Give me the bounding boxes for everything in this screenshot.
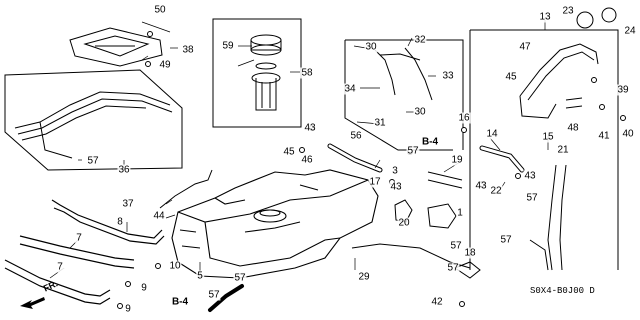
canister — [427, 203, 457, 229]
callout-24: 24 — [623, 25, 637, 37]
hose-14 — [479, 145, 525, 173]
callout-17: 17 — [368, 176, 382, 188]
callout-43-c: 43 — [474, 180, 488, 192]
callout-30-b: 30 — [413, 106, 427, 118]
callout-23: 23 — [561, 5, 575, 17]
callout-15: 15 — [541, 131, 555, 143]
pipe-19 — [427, 171, 463, 189]
callout-47: 47 — [518, 41, 532, 53]
callout-57-e: 57 — [446, 262, 460, 274]
callout-9-upper: 9 — [140, 282, 148, 294]
callout-42: 42 — [430, 296, 444, 308]
reference-b4-lower: B-4 — [171, 296, 189, 308]
diagram-code: S0X4-B0J00 D — [530, 286, 595, 296]
callout-39: 39 — [616, 84, 630, 96]
callout-56: 56 — [349, 130, 363, 142]
sensor-harness — [159, 169, 213, 209]
callout-22: 22 — [489, 185, 503, 197]
callout-21: 21 — [556, 144, 570, 156]
callout-57-c: 57 — [525, 192, 539, 204]
callout-7-upper: 7 — [75, 232, 83, 244]
callout-57-g: 57 — [233, 272, 247, 284]
bracket-18 — [453, 261, 481, 279]
callout-16: 16 — [457, 112, 471, 124]
callout-57-f: 57 — [499, 234, 513, 246]
callout-43-b: 43 — [389, 181, 403, 193]
fr-arrow — [20, 297, 45, 309]
tank-straps — [4, 199, 165, 305]
callout-46: 46 — [300, 154, 314, 166]
heat-shield — [69, 27, 163, 67]
callout-31: 31 — [373, 117, 387, 129]
group-box-58 — [212, 18, 302, 128]
callout-32: 32 — [413, 34, 427, 46]
callout-13: 13 — [538, 11, 552, 23]
callout-8: 8 — [116, 216, 124, 228]
callout-43-d: 43 — [523, 170, 537, 182]
fuel-lines-36 — [14, 91, 173, 159]
callout-57-b: 57 — [406, 145, 420, 157]
group-box-34 — [344, 40, 453, 151]
callout-1: 1 — [456, 207, 464, 219]
callout-43-a: 43 — [303, 122, 317, 134]
callout-14: 14 — [485, 128, 499, 140]
callout-9-lower: 9 — [124, 303, 132, 315]
callout-10: 10 — [168, 260, 182, 272]
callout-37: 37 — [121, 198, 135, 210]
callout-29: 29 — [357, 271, 371, 283]
bracket-20 — [394, 199, 413, 223]
callout-57: 57 — [86, 155, 100, 167]
callout-34: 34 — [343, 83, 357, 95]
callout-45-a: 45 — [282, 146, 296, 158]
callout-57-h: 57 — [207, 289, 221, 301]
callout-20: 20 — [397, 217, 411, 229]
callout-45-b: 45 — [504, 71, 518, 83]
hose-lower — [208, 284, 244, 312]
callout-41: 41 — [597, 130, 611, 142]
callout-50: 50 — [153, 4, 167, 16]
filler-pipes-21 — [529, 164, 567, 271]
callout-3: 3 — [391, 165, 399, 177]
reference-b4-upper: B-4 — [421, 136, 439, 148]
group-box-36 — [4, 69, 183, 171]
callout-33: 33 — [441, 70, 455, 82]
callout-58: 58 — [300, 67, 314, 79]
lines-32-33 — [374, 47, 433, 101]
fuel-tank — [171, 169, 379, 279]
callout-19: 19 — [450, 154, 464, 166]
callout-48: 48 — [566, 122, 580, 134]
callout-57-d: 57 — [449, 240, 463, 252]
callout-5: 5 — [196, 270, 204, 282]
callout-30-a: 30 — [364, 41, 378, 53]
callout-18: 18 — [463, 247, 477, 259]
callout-40: 40 — [621, 128, 635, 140]
callout-36: 36 — [117, 164, 131, 176]
callout-38: 38 — [181, 44, 195, 56]
filler-neck — [519, 7, 617, 119]
callout-7-lower: 7 — [56, 261, 64, 273]
group-box-13 — [470, 29, 619, 270]
callout-59: 59 — [221, 40, 235, 52]
callout-44: 44 — [152, 210, 166, 222]
callout-49: 49 — [158, 59, 172, 71]
fuel-pump-module — [250, 34, 282, 111]
